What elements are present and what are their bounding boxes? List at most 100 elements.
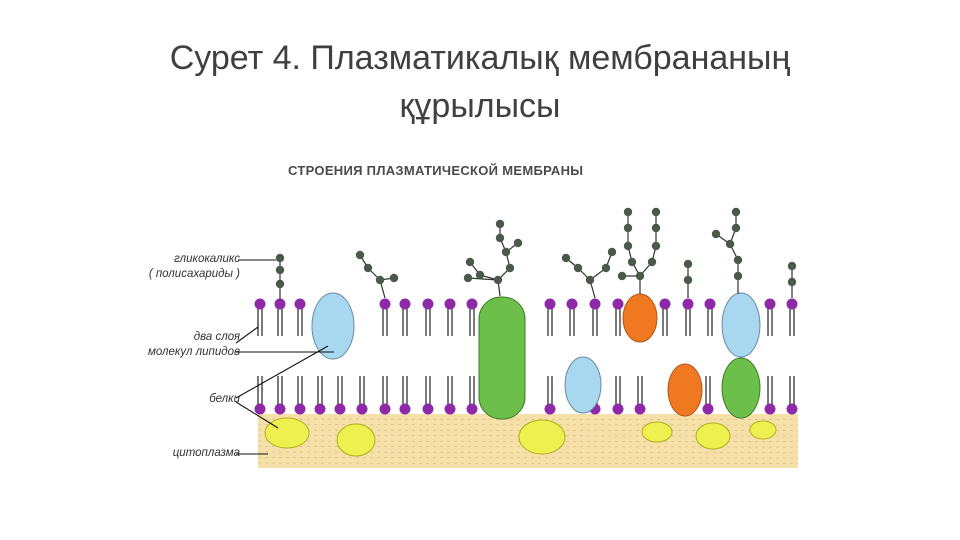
lipid-head	[379, 403, 391, 415]
lipid-head	[254, 403, 266, 415]
lipid-head	[544, 403, 556, 415]
lipid-head	[294, 403, 306, 415]
lipid-head	[612, 403, 624, 415]
sugar-bead	[389, 273, 399, 283]
protein-light-blue	[721, 292, 761, 358]
lipid-head	[254, 298, 266, 310]
sugar-bead	[561, 253, 571, 263]
protein-yellow-peripheral	[695, 422, 731, 450]
lipid-head	[444, 403, 456, 415]
protein-orange	[622, 293, 658, 343]
leader-lipid-layers	[235, 326, 259, 344]
lipid-head	[294, 298, 306, 310]
sugar-bead	[651, 223, 661, 233]
cytoplasm-texture-line	[257, 457, 799, 459]
lipid-head	[612, 298, 624, 310]
lipid-head	[399, 298, 411, 310]
slide-title-line-2: құрылысы	[399, 87, 561, 125]
protein-yellow-peripheral	[336, 423, 376, 457]
sugar-bead	[275, 279, 285, 289]
sugar-bead	[493, 275, 503, 285]
label-glycocalyx-line-2: ( полисахариды )	[148, 268, 240, 280]
lipid-head	[314, 403, 326, 415]
sugar-bead	[731, 223, 741, 233]
lipid-head	[786, 298, 798, 310]
lipid-head	[466, 298, 478, 310]
lipid-head	[422, 403, 434, 415]
protein-orange	[667, 363, 703, 417]
slide-title-line-1: Сурет 4. Плазматикалық мембрананың	[169, 39, 791, 77]
label-cytoplasm: цитоплазма	[100, 446, 240, 461]
sugar-bead	[623, 207, 633, 217]
lipid-head	[274, 298, 286, 310]
label-lipid-layers-line-1: два слоя	[193, 331, 240, 343]
callout-leader-lines	[235, 259, 334, 455]
glycocalyx-chains	[275, 207, 797, 300]
leader-proteins	[235, 401, 279, 429]
sugar-bead	[733, 255, 743, 265]
membrane-proteins	[264, 292, 777, 457]
sugar-bead	[683, 259, 693, 269]
lipid-heads	[254, 298, 798, 415]
sugar-bead	[501, 247, 511, 257]
cytoplasm-texture-line	[257, 451, 799, 453]
sugar-bead	[787, 277, 797, 287]
cytoplasm-texture-line	[257, 462, 799, 464]
lipid-head	[274, 403, 286, 415]
sugar-bead	[275, 253, 285, 263]
sugar-bead	[505, 263, 515, 273]
figure-heading: СТРОЕНИЯ ПЛАЗМАТИЧЕСКОЙ МЕМБРАНЫ	[288, 163, 584, 178]
label-glycocalyx-line-1: гликокаликс	[174, 253, 240, 265]
lipid-head	[659, 298, 671, 310]
sugar-bead	[513, 238, 523, 248]
label-proteins: белки	[100, 392, 240, 407]
sugar-bead	[647, 257, 657, 267]
lipid-head	[466, 403, 478, 415]
slide-title: Сурет 4. Плазматикалық мембрананың құрыл…	[0, 34, 960, 130]
lipid-head	[356, 403, 368, 415]
protein-yellow-peripheral	[264, 417, 310, 449]
label-proteins-text: белки	[209, 393, 240, 405]
label-cytoplasm-text: цитоплазма	[172, 447, 240, 459]
leader-proteins	[235, 345, 329, 399]
sugar-bead	[495, 219, 505, 229]
lipid-head	[566, 298, 578, 310]
lipid-head	[704, 298, 716, 310]
lipid-head	[544, 298, 556, 310]
sugar-bead	[711, 229, 721, 239]
cytoplasm-texture-line	[257, 418, 799, 420]
label-lipid-layers-line-2: молекул липидов	[148, 346, 240, 358]
sugar-bead	[601, 263, 611, 273]
sugar-bond	[467, 277, 499, 281]
lipid-head	[422, 298, 434, 310]
protein-green	[721, 357, 761, 419]
sugar-bead	[627, 257, 637, 267]
lipid-head	[334, 403, 346, 415]
sugar-bead	[635, 271, 645, 281]
protein-yellow-peripheral	[641, 421, 673, 443]
protein-green-transmembrane	[478, 296, 526, 420]
lipid-head	[682, 298, 694, 310]
lipid-head	[764, 298, 776, 310]
protein-yellow-peripheral	[749, 420, 777, 440]
sugar-bead	[363, 263, 373, 273]
label-lipid-layers: два слоя молекул липидов	[100, 330, 240, 360]
sugar-bead	[607, 247, 617, 257]
lipid-head	[379, 298, 391, 310]
sugar-bead	[733, 271, 743, 281]
sugar-bead	[623, 223, 633, 233]
sugar-bead	[375, 275, 385, 285]
sugar-bead	[725, 239, 735, 249]
sugar-bead	[573, 263, 583, 273]
protein-light-blue	[564, 356, 602, 414]
sugar-bead	[495, 233, 505, 243]
sugar-bead	[683, 275, 693, 285]
sugar-bead	[617, 271, 627, 281]
sugar-bead	[585, 275, 595, 285]
protein-yellow-peripheral	[518, 419, 566, 455]
sugar-bead	[787, 261, 797, 271]
lipid-head	[786, 403, 798, 415]
lipid-head	[399, 403, 411, 415]
lipid-head	[589, 298, 601, 310]
